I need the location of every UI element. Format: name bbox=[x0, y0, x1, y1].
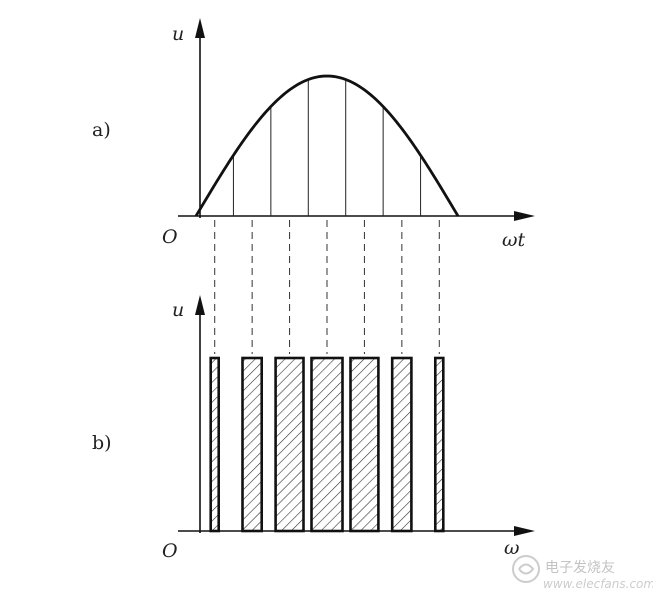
panel-b-label: b) bbox=[92, 432, 112, 454]
panel-b-y-label: u bbox=[172, 299, 184, 321]
sine-slice-lines bbox=[232, 79, 422, 216]
panel-a-x-arrow-icon bbox=[514, 211, 535, 221]
panel-a: a) u O ωt bbox=[92, 18, 535, 251]
pwm-pulses bbox=[209, 356, 445, 533]
panel-a-x-label: ωt bbox=[502, 229, 525, 251]
pwm-pulse bbox=[390, 356, 413, 533]
panel-b-x-label: ω bbox=[504, 537, 520, 559]
panel-b-y-arrow-icon bbox=[195, 295, 205, 315]
watermark-logo-icon bbox=[512, 555, 540, 583]
panel-b: b) u O ω bbox=[92, 295, 535, 562]
sine-curve bbox=[194, 74, 460, 217]
panel-a-y-label: u bbox=[172, 23, 184, 45]
panel-a-origin-label: O bbox=[162, 226, 178, 248]
projection-dashed-lines bbox=[214, 220, 440, 354]
pwm-pulse bbox=[209, 356, 220, 533]
watermark-logo-mark bbox=[518, 563, 535, 575]
pwm-pulse bbox=[310, 356, 344, 533]
panel-b-origin-label: O bbox=[162, 540, 178, 562]
pwm-pulse bbox=[349, 356, 380, 533]
panel-b-x-arrow-icon bbox=[514, 526, 535, 536]
watermark: 电子发烧友 www.elecfans.com bbox=[512, 555, 653, 591]
panel-a-label: a) bbox=[92, 119, 111, 141]
pwm-pulse bbox=[274, 356, 305, 533]
pwm-pulse bbox=[241, 356, 264, 533]
watermark-text: 电子发烧友 bbox=[545, 560, 615, 576]
pwm-pulse bbox=[433, 356, 445, 533]
panel-a-y-arrow-icon bbox=[195, 18, 205, 38]
watermark-url: www.elecfans.com bbox=[543, 577, 653, 591]
